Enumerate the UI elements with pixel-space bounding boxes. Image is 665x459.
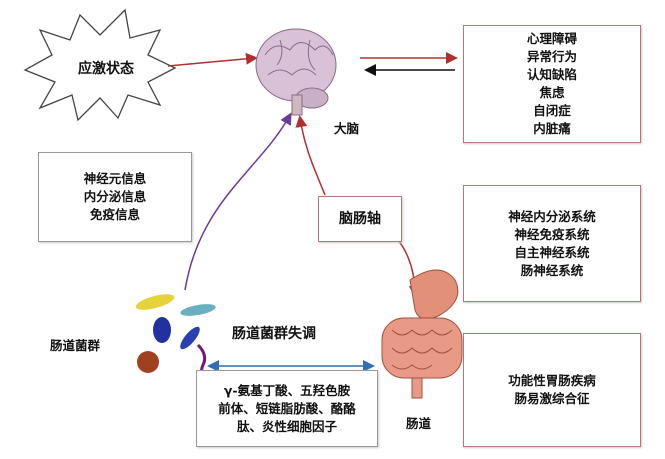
axis-label: 脑肠轴	[339, 211, 381, 227]
system: 自主神经系统	[514, 244, 590, 260]
disease: 功能性胃肠疾病	[508, 373, 596, 388]
signals-box: 神经元信息 内分泌信息 免疫信息	[38, 152, 192, 242]
signal: 神经元信息	[83, 171, 147, 186]
microbiota-to-brain-arrow	[184, 112, 292, 291]
metabolite-line: γ-氨基丁酸、五羟色胺	[223, 382, 351, 398]
brain-gut-axis-box: 脑肠轴	[318, 196, 402, 242]
system: 肠神经系统	[520, 262, 584, 278]
outcome: 自闭症	[533, 103, 571, 118]
intestine-illustration	[381, 269, 463, 399]
systems-box: 神经内分泌系统 神经免疫系统 自主神经系统 肠神经系统	[463, 185, 641, 302]
signal: 免疫信息	[89, 207, 140, 222]
brain-illustration	[255, 28, 337, 116]
system: 神经内分泌系统	[508, 208, 596, 224]
disease: 肠易激综合征	[514, 391, 590, 406]
metabolites-box: γ-氨基丁酸、五羟色胺 前体、短链脂肪酸、酪酪 肽、炎性细胞因子	[196, 370, 378, 447]
bacteria-illustration	[135, 294, 216, 382]
outcome: 认知缺陷	[526, 67, 577, 82]
microbiota-label: 肠道菌群	[50, 338, 101, 353]
dysbiosis-label: 肠道菌群失调	[232, 326, 316, 342]
gut-label: 肠道	[406, 416, 432, 431]
metabolite-line: 肽、炎性细胞因子	[236, 418, 337, 434]
axis-to-brain-arrow	[295, 115, 326, 196]
outcome: 内脏痛	[533, 121, 571, 136]
signal: 内分泌信息	[83, 189, 147, 204]
gut-diseases-box: 功能性胃肠疾病 肠易激综合征	[463, 333, 641, 447]
outcome: 心理障碍	[526, 31, 577, 46]
outcome: 焦虑	[539, 85, 565, 100]
brain-outcomes-box: 心理障碍 异常行为 认知缺陷 焦虑 自闭症 内脏痛	[463, 25, 641, 143]
system: 神经免疫系统	[514, 226, 590, 242]
brain-label: 大脑	[334, 121, 360, 136]
stress-to-brain-arrow	[167, 52, 258, 67]
outcome: 异常行为	[526, 49, 577, 64]
stress-label: 应激状态	[78, 61, 134, 77]
stress-starburst	[23, 8, 177, 122]
metabolite-line: 前体、短链脂肪酸、酪酪	[218, 400, 356, 416]
